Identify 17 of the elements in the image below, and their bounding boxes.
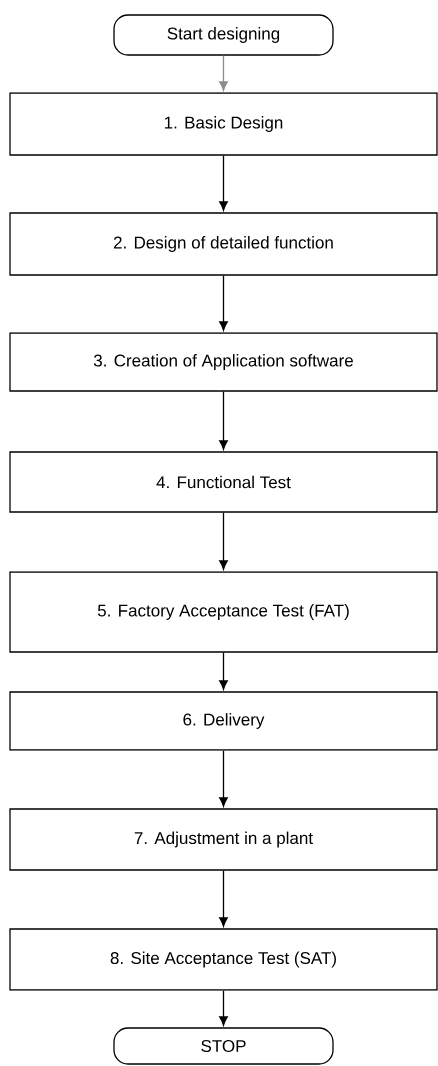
process-box: 3. Creation of Application software xyxy=(9,332,438,392)
arrow xyxy=(219,990,228,1026)
arrow xyxy=(219,391,228,450)
process-box: 7. Adjustment in a plant xyxy=(9,808,438,871)
process-box: 2. Design of detailed function xyxy=(9,212,438,276)
process-box: 6. Delivery xyxy=(9,691,438,751)
process-box: 4. Functional Test xyxy=(9,451,438,513)
arrow xyxy=(219,512,228,570)
arrow xyxy=(219,652,228,690)
arrow xyxy=(219,55,228,91)
arrow xyxy=(219,870,228,927)
arrow xyxy=(219,750,228,807)
process-box: 8. Site Acceptance Test (SAT) xyxy=(9,928,438,991)
process-box: 5. Factory Acceptance Test (FAT) xyxy=(9,571,438,653)
arrow xyxy=(219,275,228,331)
process-box: 1. Basic Design xyxy=(9,92,438,156)
arrow xyxy=(219,155,228,211)
